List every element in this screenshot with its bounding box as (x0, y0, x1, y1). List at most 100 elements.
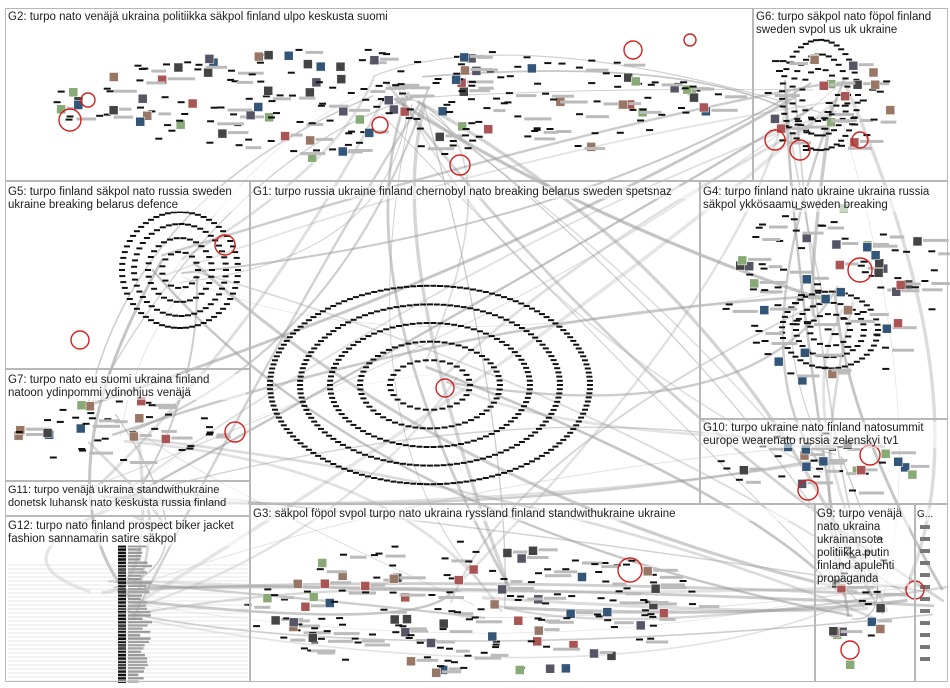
avatar-thumbnail (438, 618, 449, 629)
node-marker (164, 325, 171, 328)
node-marker (118, 561, 126, 565)
node-marker (206, 426, 213, 429)
node-marker (492, 646, 500, 649)
node-marker (823, 356, 830, 359)
avatar-thumbnail (320, 578, 330, 589)
node-marker (210, 106, 218, 109)
node-marker (393, 306, 400, 309)
group-label-g5: G5: turpo finland säkpol nato russia swe… (8, 186, 248, 212)
node-marker (315, 81, 323, 84)
node-label-placeholder (128, 591, 150, 594)
edge (416, 108, 796, 453)
avatar-thumbnail (893, 318, 903, 329)
node-marker (536, 340, 542, 343)
node-marker (172, 223, 179, 226)
node-marker (231, 80, 239, 83)
node-label-placeholder (128, 620, 152, 624)
node-label-placeholder (161, 429, 177, 433)
node-marker (836, 470, 844, 473)
node-marker (562, 568, 570, 571)
node-marker (253, 625, 261, 628)
node-marker (386, 307, 393, 310)
node-marker (859, 311, 867, 313)
node-marker (536, 427, 542, 430)
node-marker (431, 408, 438, 411)
node-marker (350, 344, 357, 347)
node-marker (416, 445, 423, 448)
node-marker (821, 117, 829, 120)
node-label-placeholder (859, 491, 884, 495)
node-marker (208, 275, 215, 278)
group-label-g12: G12: turpo nato finland prospect biker j… (8, 520, 248, 546)
avatar-thumbnail (502, 548, 513, 558)
node-marker (514, 65, 522, 68)
node-marker (473, 351, 480, 354)
node-marker (351, 637, 359, 640)
node-marker (137, 106, 144, 109)
node-marker (392, 421, 398, 424)
node-marker (792, 355, 799, 358)
node-marker (423, 483, 430, 486)
node-marker (453, 365, 460, 368)
node-marker (477, 437, 483, 440)
node-marker (441, 557, 449, 560)
node-marker (845, 335, 852, 338)
avatar-thumbnail (129, 431, 139, 442)
node-marker (752, 236, 760, 238)
node-marker (755, 226, 763, 229)
node-marker (397, 83, 405, 86)
node-marker (444, 322, 451, 325)
node-marker (848, 294, 854, 297)
node-marker (497, 76, 505, 79)
avatar-thumbnail (843, 305, 853, 316)
node-marker (594, 613, 601, 616)
group-label-g1: G1: turpo russia ukraine finland chernob… (253, 186, 698, 199)
node-marker (870, 118, 878, 121)
node-label-placeholder (774, 94, 800, 97)
node-marker (449, 144, 457, 147)
edge (416, 99, 873, 597)
avatar-thumbnail (253, 102, 263, 112)
node-label-placeholder (245, 146, 262, 150)
node-marker (118, 657, 126, 660)
node-marker (527, 581, 535, 584)
node-marker (604, 619, 612, 622)
node-marker (920, 573, 930, 577)
node-marker (870, 344, 877, 347)
node-label-placeholder (554, 570, 578, 574)
node-marker (413, 464, 420, 467)
avatar-thumbnail (270, 615, 281, 626)
node-marker (849, 489, 856, 492)
node-marker (248, 73, 256, 76)
node-marker (781, 75, 788, 78)
node-marker (477, 330, 483, 333)
node-marker (398, 423, 405, 426)
node-marker (460, 666, 468, 669)
node-marker (338, 413, 345, 416)
node-marker (543, 645, 551, 648)
avatar-thumbnail (288, 617, 299, 628)
node-marker (120, 256, 127, 259)
node-marker (390, 287, 397, 290)
node-marker (548, 319, 555, 322)
node-marker (96, 114, 104, 117)
node-marker (387, 384, 393, 386)
node-marker (650, 581, 658, 584)
node-marker (155, 292, 162, 295)
node-label-placeholder (603, 102, 623, 106)
group-label-g2: G2: turpo nato venäjä ukraina politiikka… (8, 11, 743, 24)
node-label-placeholder (527, 597, 543, 601)
node-marker (489, 569, 497, 572)
edge (146, 446, 805, 583)
avatar-thumbnail (809, 55, 820, 65)
node-marker (222, 262, 229, 265)
group-label-g4: G4: turpo finland nato ukraine ukraina r… (703, 186, 947, 212)
node-label-placeholder (510, 580, 523, 583)
node-marker (920, 537, 930, 541)
avatar-thumbnail (802, 274, 812, 285)
node-marker (818, 38, 825, 41)
node-label-placeholder (659, 575, 684, 579)
node-marker (335, 327, 342, 329)
node-marker (301, 363, 308, 366)
